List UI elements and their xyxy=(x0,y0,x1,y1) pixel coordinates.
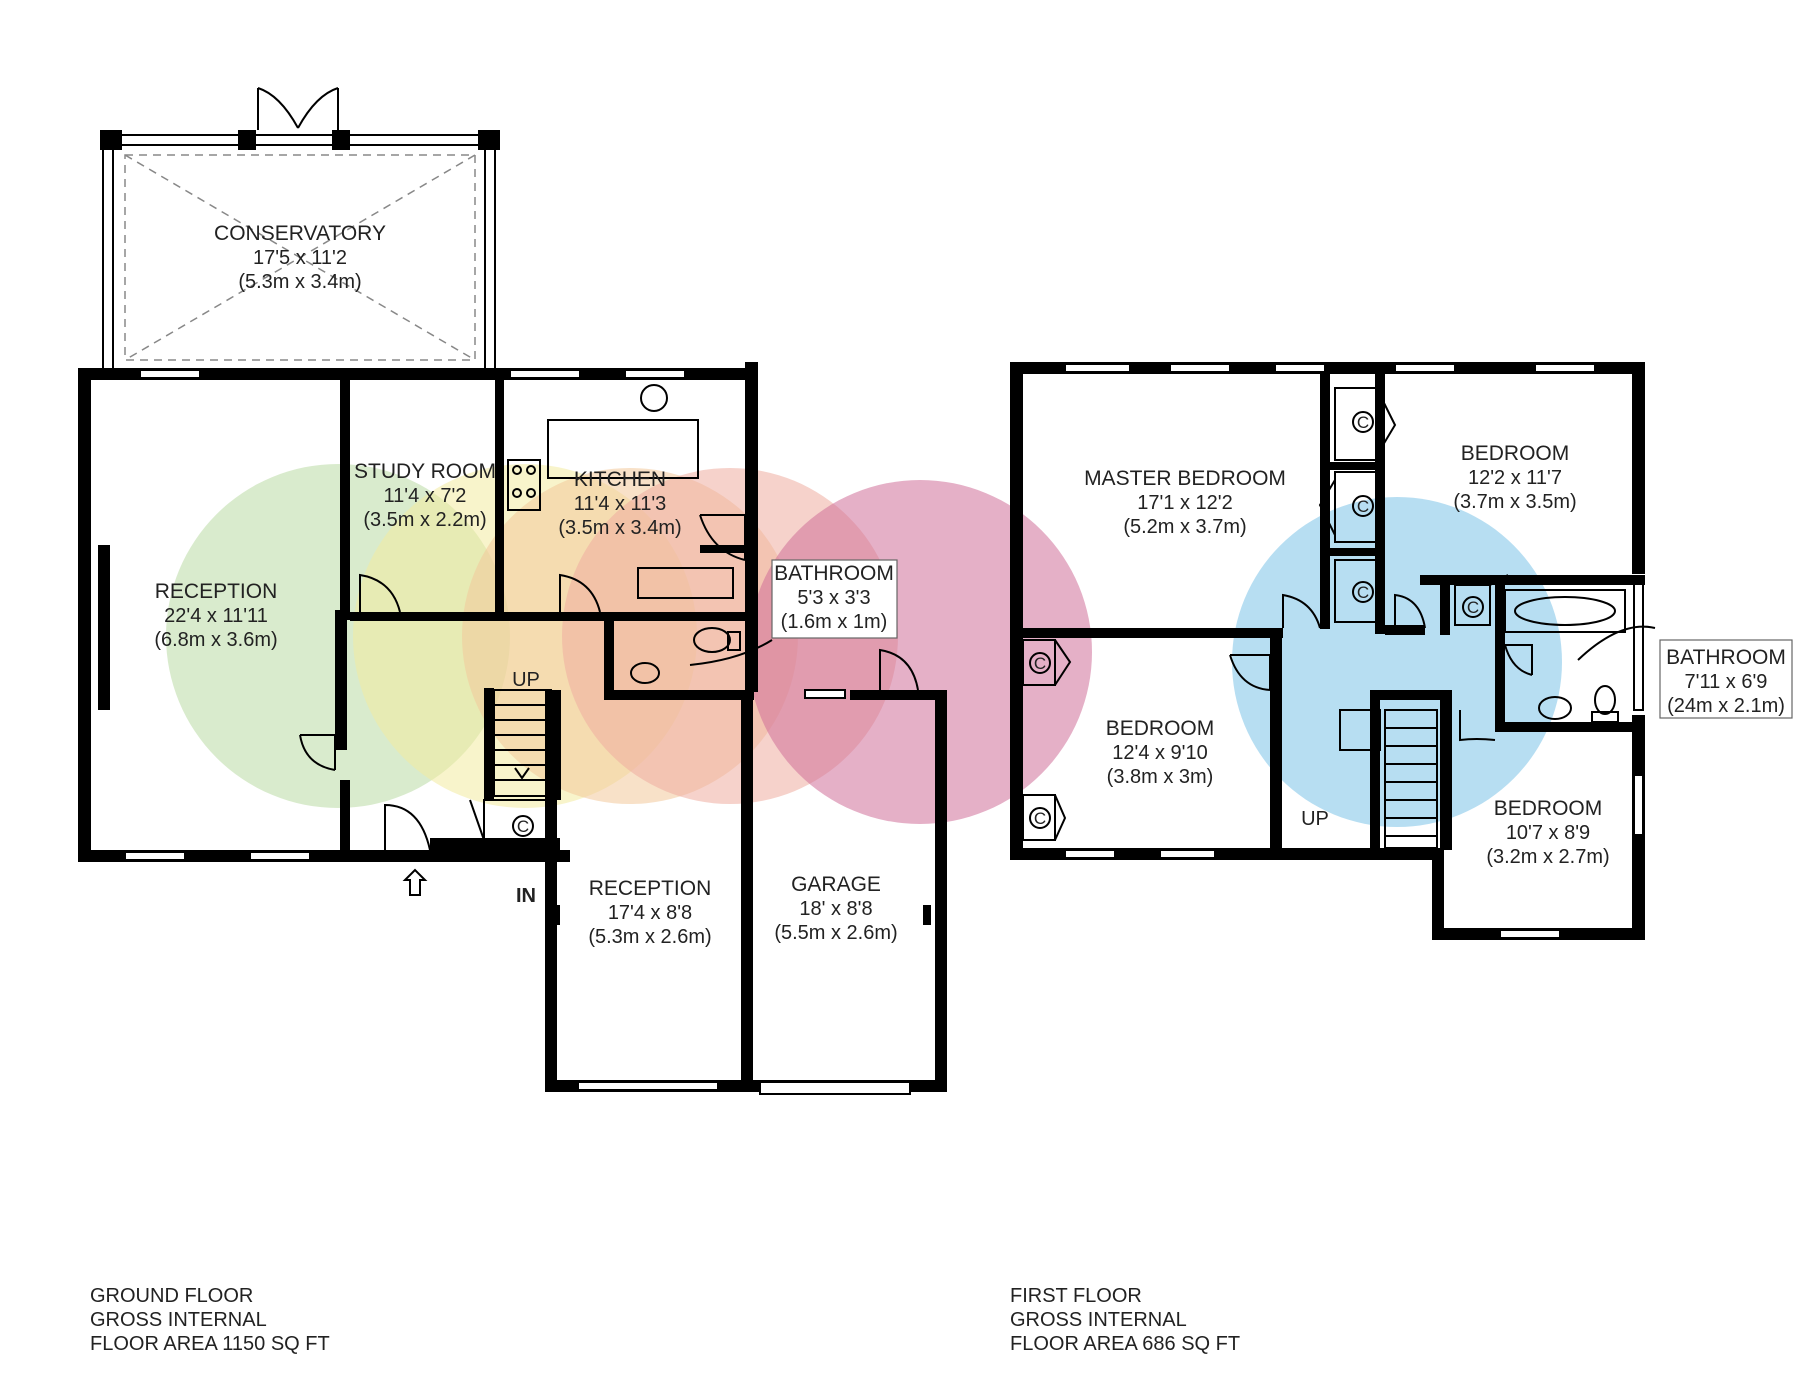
label-bedroom-ne: BEDROOM 12'2 x 11'7 (3.7m x 3.5m) xyxy=(1453,442,1576,513)
room-size-metric: (3.5m x 2.2m) xyxy=(363,509,486,531)
room-size-metric: (1.6m x 1m) xyxy=(781,611,888,633)
room-name: CONSERVATORY xyxy=(214,222,386,245)
room-size-imperial: 5'3 x 3'3 xyxy=(797,587,870,609)
first-room-labels: MASTER BEDROOM 17'1 x 12'2 (5.2m x 3.7m)… xyxy=(1029,411,1793,868)
svg-text:C: C xyxy=(1357,497,1369,516)
label-kitchen: KITCHEN 11'4 x 11'3 (3.5m x 3.4m) xyxy=(558,468,681,539)
ground-room-labels: CONSERVATORY 17'5 x 11'2 (5.3m x 3.4m) R… xyxy=(154,222,897,948)
svg-text:C: C xyxy=(1034,654,1046,673)
room-name: BEDROOM xyxy=(1106,717,1215,740)
svg-text:C: C xyxy=(1034,809,1046,828)
label-reception-front: RECEPTION 17'4 x 8'8 (5.3m x 2.6m) xyxy=(588,877,711,948)
cupboard-marker: C xyxy=(512,815,534,837)
svg-text:C: C xyxy=(1357,413,1369,432)
first-floor xyxy=(1010,362,1656,940)
conservatory-structure xyxy=(100,87,500,371)
room-size-metric: (5.3m x 2.6m) xyxy=(588,926,711,948)
room-name: RECEPTION xyxy=(155,580,278,603)
legend-line-1: FIRST FLOOR xyxy=(1010,1285,1142,1307)
legend-line-3: FLOOR AREA 686 SQ FT xyxy=(1010,1333,1240,1355)
svg-text:C: C xyxy=(517,817,529,836)
label-bedroom-se: BEDROOM 10'7 x 8'9 (3.2m x 2.7m) xyxy=(1486,797,1609,868)
room-size-metric: (3.8m x 3m) xyxy=(1107,766,1214,788)
room-name: KITCHEN xyxy=(574,468,666,491)
room-size-metric: (3.7m x 3.5m) xyxy=(1453,491,1576,513)
legend-line-1: GROUND FLOOR xyxy=(90,1285,253,1307)
svg-text:C: C xyxy=(1357,583,1369,602)
stairs-up-label: UP xyxy=(1301,808,1329,830)
label-garage: GARAGE 18' x 8'8 (5.5m x 2.6m) xyxy=(774,873,897,944)
room-size-imperial: 17'5 x 11'2 xyxy=(253,247,347,269)
ground-stairs xyxy=(493,689,552,797)
room-size-imperial: 17'1 x 12'2 xyxy=(1137,492,1233,514)
first-floor-legend: FIRST FLOOR GROSS INTERNAL FLOOR AREA 68… xyxy=(1010,1285,1240,1355)
room-size-imperial: 12'4 x 9'10 xyxy=(1112,742,1208,764)
label-reception-main: RECEPTION 22'4 x 11'11 (6.8m x 3.6m) xyxy=(154,580,277,651)
room-size-metric: (5.3m x 3.4m) xyxy=(238,271,361,293)
room-size-imperial: 11'4 x 11'3 xyxy=(574,493,667,515)
ground-floor xyxy=(78,87,947,1095)
room-size-imperial: 12'2 x 11'7 xyxy=(1468,467,1562,489)
ground-floor-legend: GROUND FLOOR GROSS INTERNAL FLOOR AREA 1… xyxy=(90,1285,330,1355)
room-size-metric: (5.5m x 2.6m) xyxy=(774,922,897,944)
label-bedroom-sw: BEDROOM 12'4 x 9'10 (3.8m x 3m) xyxy=(1106,717,1215,788)
room-size-imperial: 11'4 x 7'2 xyxy=(384,485,467,507)
room-size-imperial: 17'4 x 8'8 xyxy=(608,902,692,924)
label-bathroom-first: BATHROOM 7'11 x 6'9 (24m x 2.1m) xyxy=(1659,639,1793,719)
room-name: GARAGE xyxy=(791,873,881,896)
room-size-metric: (6.8m x 3.6m) xyxy=(154,629,277,651)
room-name: BEDROOM xyxy=(1461,442,1570,465)
stairs-up-label: UP xyxy=(512,669,540,691)
room-name: BATHROOM xyxy=(774,562,894,585)
cupboard-markers: C C C C C C xyxy=(1029,411,1484,829)
room-name: BEDROOM xyxy=(1494,797,1603,820)
room-size-metric: (3.5m x 3.4m) xyxy=(558,517,681,539)
room-size-metric: (24m x 2.1m) xyxy=(1667,695,1785,717)
room-size-imperial: 22'4 x 11'11 xyxy=(164,605,268,627)
label-master-bedroom: MASTER BEDROOM 17'1 x 12'2 (5.2m x 3.7m) xyxy=(1084,467,1286,538)
legend-line-2: GROSS INTERNAL xyxy=(90,1309,267,1331)
entrance-label: IN xyxy=(516,885,536,907)
room-size-metric: (5.2m x 3.7m) xyxy=(1123,516,1246,538)
room-name: BATHROOM xyxy=(1666,646,1786,669)
label-conservatory: CONSERVATORY 17'5 x 11'2 (5.3m x 3.4m) xyxy=(214,222,386,293)
first-floor-stairs xyxy=(1339,709,1438,849)
room-size-imperial: 7'11 x 6'9 xyxy=(1685,671,1768,693)
room-size-imperial: 18' x 8'8 xyxy=(799,898,872,920)
label-bathroom-ground: BATHROOM 5'3 x 3'3 (1.6m x 1m) xyxy=(689,559,898,666)
room-name: MASTER BEDROOM xyxy=(1084,467,1286,490)
legend-line-2: GROSS INTERNAL xyxy=(1010,1309,1187,1331)
zone-magenta xyxy=(748,480,1092,824)
room-size-metric: (3.2m x 2.7m) xyxy=(1486,846,1609,868)
svg-text:C: C xyxy=(1467,598,1479,617)
legend-line-3: FLOOR AREA 1150 SQ FT xyxy=(90,1333,330,1355)
room-size-imperial: 10'7 x 8'9 xyxy=(1506,822,1590,844)
label-study: STUDY ROOM 11'4 x 7'2 (3.5m x 2.2m) xyxy=(354,460,496,531)
room-name: RECEPTION xyxy=(589,877,712,900)
room-name: STUDY ROOM xyxy=(354,460,496,483)
